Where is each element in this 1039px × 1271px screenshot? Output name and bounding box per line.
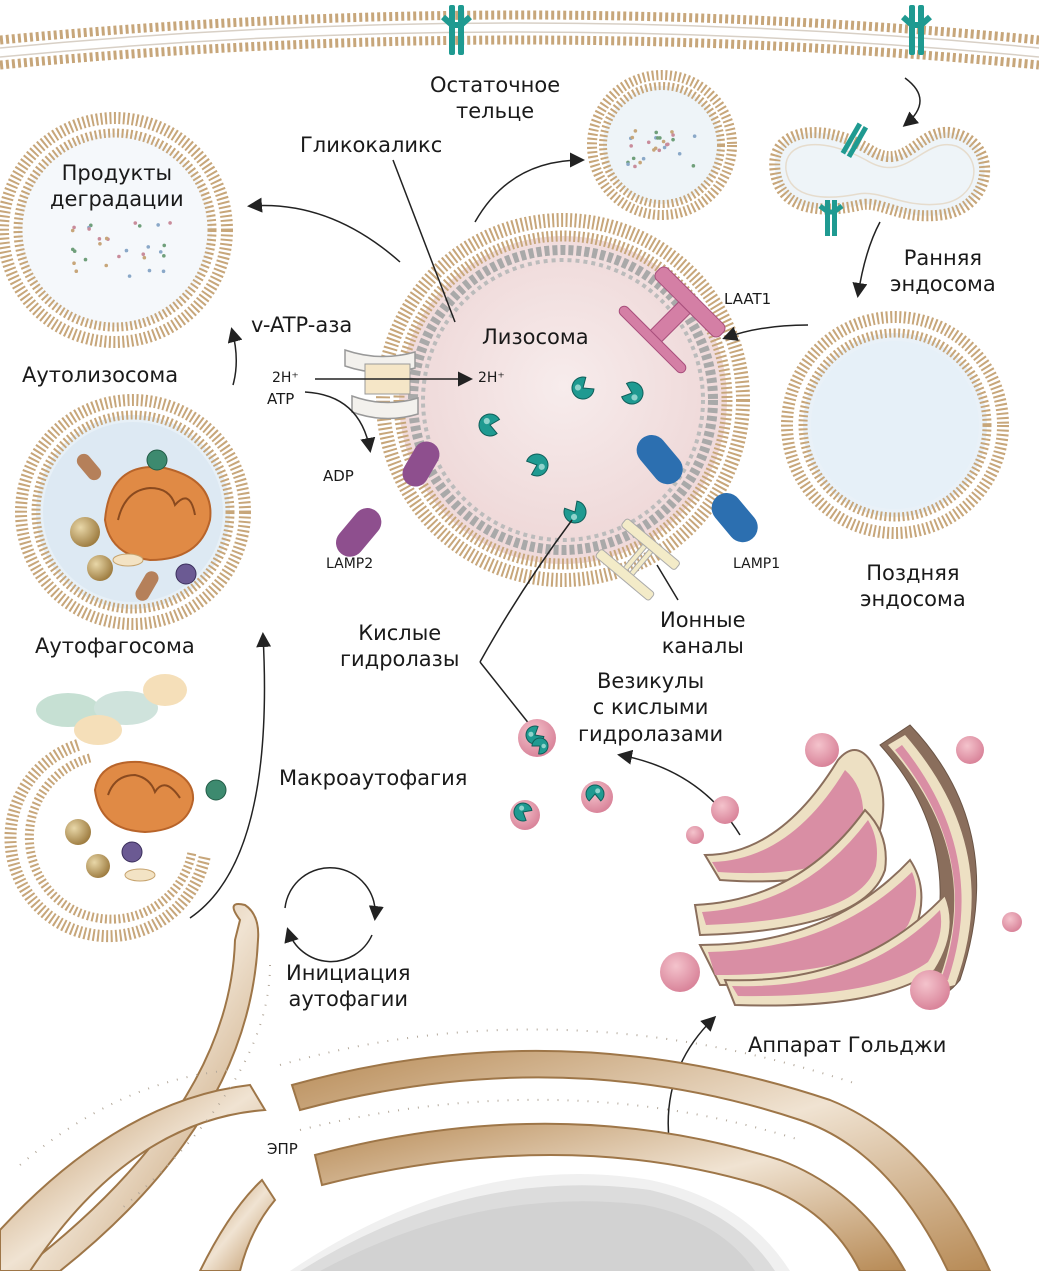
- endoplasmic-reticulum: [0, 903, 992, 1271]
- label-macroautophagy: Макроаутофагия: [279, 766, 468, 790]
- hydrolase-icon: [563, 500, 587, 524]
- hydrolase-icon: [526, 453, 549, 477]
- late-endosome: [781, 311, 1009, 539]
- atp-arrow: [304, 391, 376, 453]
- label-glycocalyx: Гликокаликс: [300, 133, 443, 157]
- label-v-atpase: v-ATP-аза: [251, 313, 353, 337]
- golgi-apparatus: [693, 724, 978, 1007]
- early-endosome: [769, 127, 991, 222]
- residual-debris: [626, 129, 697, 169]
- label-vesicles: Везикулы с кислыми гидролазами: [578, 669, 724, 746]
- label-h-left: 2H⁺: [272, 370, 299, 386]
- label-golgi: Аппарат Гольджи: [748, 1033, 947, 1057]
- label-ion-channels: Ионные каналы: [660, 608, 746, 659]
- phagophore: [4, 674, 227, 943]
- receptor-icon: [901, 5, 932, 55]
- hydrolase-icon: [621, 381, 644, 405]
- receptor-icon: [441, 5, 472, 55]
- degradation-products: [70, 221, 172, 278]
- label-acid-hydrolases: Кислые гидролазы: [340, 621, 460, 672]
- label-h-right: 2H⁺: [478, 370, 505, 386]
- golgi-vesicles: [660, 733, 1022, 1010]
- label-late-endosome: Поздняя эндосома: [860, 561, 966, 612]
- label-lysosome: Лизосома: [482, 325, 589, 349]
- label-autophagosome: Аутофагосома: [35, 634, 195, 658]
- residual-body: [587, 70, 737, 220]
- label-adp: ADP: [323, 467, 354, 485]
- label-residual-body: Остаточное тельце: [430, 73, 561, 124]
- hydrolase-icon: [513, 802, 533, 822]
- hydrolase-icon: [585, 784, 605, 802]
- receptor-icon: [840, 122, 869, 158]
- lysosome: [376, 213, 750, 587]
- pathway-arrows: [189, 77, 921, 1161]
- ion-channel: [595, 518, 680, 601]
- receptor-icon: [818, 200, 844, 236]
- nucleus: [290, 1174, 790, 1271]
- hydrolase-icon: [478, 413, 501, 437]
- degradation-vesicle: [0, 112, 233, 348]
- acid-hydrolases: [478, 376, 644, 524]
- lamp2-protein: [336, 441, 440, 557]
- autophagosome: [15, 394, 251, 630]
- laat1-transporter: [618, 266, 726, 374]
- label-autolysosome: Аутолизосома: [22, 363, 179, 387]
- plasma-membrane: [0, 10, 1039, 70]
- initiation-cycle-icon: [284, 866, 384, 963]
- v-atpase: [344, 348, 419, 420]
- label-lamp2: LAMP2: [326, 556, 374, 572]
- label-er: ЭПР: [267, 1140, 298, 1158]
- label-lamp1: LAMP1: [733, 556, 781, 572]
- hydrolase-icon: [571, 376, 595, 400]
- hydrolase-vesicles: [510, 719, 613, 830]
- label-early-endosome: Ранняя эндосома: [890, 246, 996, 297]
- label-atp: ATP: [267, 390, 295, 408]
- label-autophagy-initiation: Инициация аутофагии: [286, 961, 411, 1012]
- label-laat1: LAAT1: [724, 290, 772, 308]
- label-degradation-products: Продукты деградации: [50, 161, 184, 212]
- hydrolase-icon: [531, 737, 549, 755]
- lamp1-protein: [636, 435, 758, 543]
